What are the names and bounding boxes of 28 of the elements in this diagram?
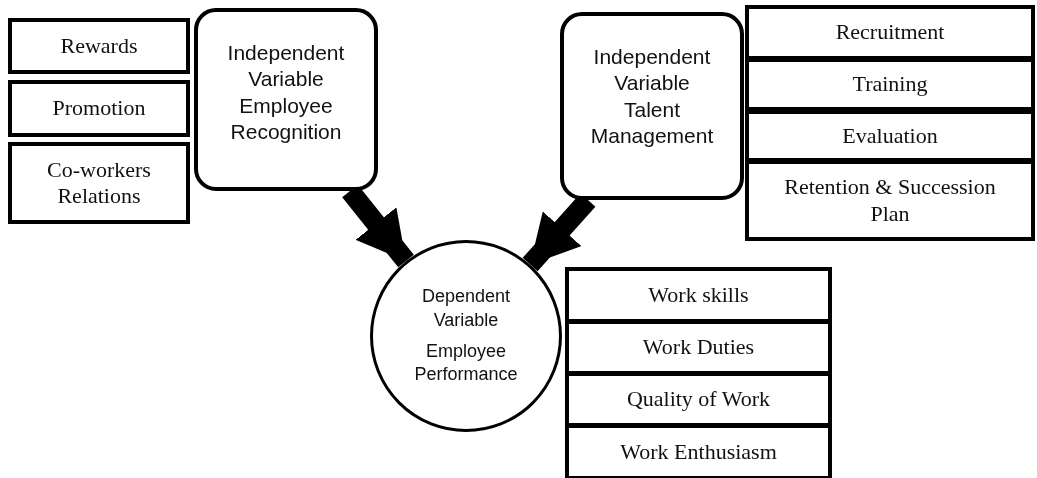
node-text: Promotion — [52, 95, 146, 122]
node-text: Quality of Work — [626, 386, 771, 413]
node-text: Dependent Variable — [420, 285, 512, 332]
attribute-box — [745, 58, 1035, 111]
attribute-box — [565, 372, 832, 427]
node-text: Independent Variable Talent Management — [589, 44, 715, 149]
node-text: Work skills — [648, 281, 749, 309]
attribute-box — [8, 18, 190, 74]
node-text: Evaluation — [842, 122, 938, 150]
node-text: Work Duties — [642, 334, 755, 361]
node-text: Co-workers Relations — [46, 156, 152, 210]
node-text: Rewards — [60, 32, 138, 60]
attribute-box — [8, 80, 190, 137]
node-text: Retention & Succession Plan — [783, 174, 997, 227]
variable-box — [560, 12, 744, 200]
node-text: Independent Variable Employee Recognition — [226, 40, 346, 145]
attribute-box — [8, 142, 190, 224]
node-text: Employee Performance — [413, 340, 519, 387]
node-text: Training — [852, 71, 928, 98]
node-text: Work Enthusiasm — [620, 438, 777, 466]
variable-box — [194, 8, 378, 191]
attribute-box — [565, 267, 832, 323]
attribute-box — [745, 5, 1035, 60]
attribute-box — [745, 110, 1035, 162]
attribute-box — [565, 424, 832, 478]
attribute-box — [565, 320, 832, 375]
attribute-box — [745, 160, 1035, 241]
node-text: Recruitment — [835, 19, 945, 46]
